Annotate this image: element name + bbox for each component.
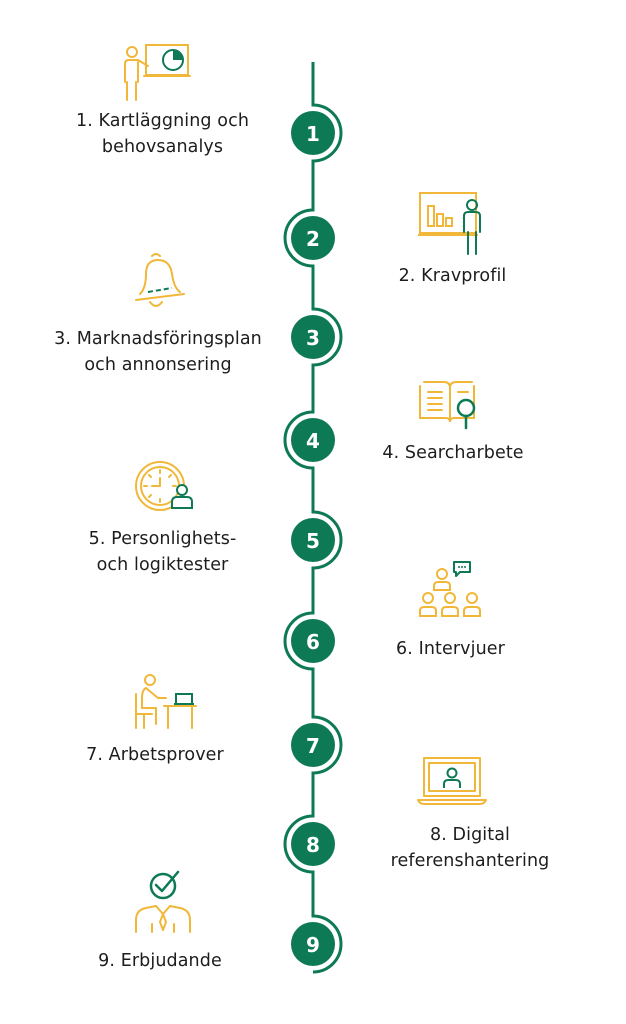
step-1-label: 1. Kartläggning och behovsanalys [75,111,250,157]
step-5-label: 5. Personlighets- och logiktester [88,529,237,575]
step-1-marker: 1 [291,111,335,155]
step-number: 8 [306,833,320,857]
step-marker-circle [291,315,335,359]
step-number: 6 [306,630,320,654]
book-magnifier-icon [419,381,476,430]
step-number: 9 [306,933,320,957]
bell-icon [135,253,185,307]
step-number: 7 [306,734,320,758]
step-8-label: 8. Digital referenshantering [390,825,550,871]
presenter-bar-chart-icon [418,192,481,255]
step-number: 1 [306,122,320,146]
step-marker-circle [291,822,335,866]
step-7-marker: 7 [291,723,335,767]
step-9-marker: 9 [291,922,335,966]
step-2-marker: 2 [291,216,335,260]
step-number: 3 [306,326,320,350]
step-marker-circle [291,518,335,562]
step-7-label: 7. Arbetsprover [86,745,224,765]
person-checkmark-icon [135,870,191,933]
step-3-label: 3. Marknadsföringsplan och annonsering [54,329,262,375]
step-6-label: 6. Intervjuer [396,639,505,659]
step-6-marker: 6 [291,619,335,663]
presentation-pie-chart-icon [124,44,191,101]
step-3-marker: 3 [291,315,335,359]
step-9-label: 9. Erbjudande [98,951,222,971]
step-2-label: 2. Kravprofil [398,266,507,286]
step-marker-circle [291,723,335,767]
step-marker-circle [291,922,335,966]
step-marker-circle [291,418,335,462]
step-number: 4 [306,429,320,453]
step-number: 5 [306,529,320,553]
step-8-marker: 8 [291,822,335,866]
group-interview-icon [419,561,481,617]
step-4-label: 4. Searcharbete [382,443,524,463]
step-marker-circle [291,216,335,260]
step-number: 2 [306,227,320,251]
person-at-desk-icon [135,674,197,729]
timeline-line [283,62,343,974]
stopwatch-person-icon [135,461,193,511]
laptop-user-icon [417,757,487,805]
step-marker-circle [291,111,335,155]
step-4-marker: 4 [291,418,335,462]
step-5-marker: 5 [291,518,335,562]
step-marker-circle [291,619,335,663]
